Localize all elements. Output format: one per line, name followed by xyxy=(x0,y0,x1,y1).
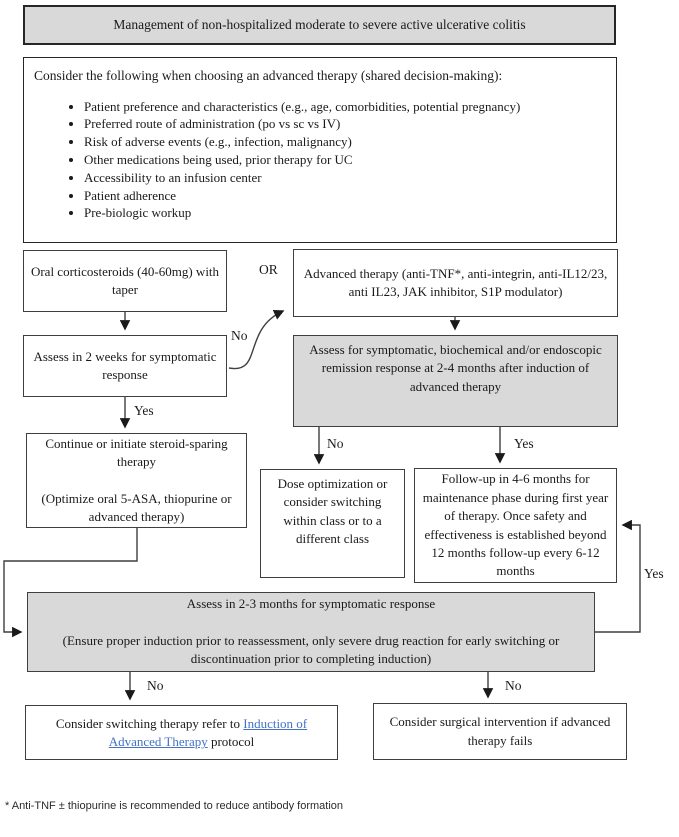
node-text: Dose optimization or consider switching … xyxy=(277,476,388,547)
decision-label-no: No xyxy=(147,678,164,693)
decision-label-yes-loop: Yes xyxy=(644,566,664,581)
node-text: Follow-up in 4-6 months for maintenance … xyxy=(422,471,609,579)
list-item: Patient adherence xyxy=(84,187,606,205)
decision-label-yes: Yes xyxy=(514,436,534,451)
list-item: Accessibility to an infusion center xyxy=(84,169,606,187)
node-text: Consider surgical intervention if advanc… xyxy=(389,714,611,748)
footnote-anti-tnf: * Anti-TNF ± thiopurine is recommended t… xyxy=(5,800,344,812)
node-text: Advanced therapy (anti-TNF*, anti-integr… xyxy=(303,265,608,299)
node-text: Oral corticosteroids (40-60mg) with tape… xyxy=(30,263,220,297)
decision-label-no: No xyxy=(505,678,522,693)
induction-advanced-therapy-link[interactable]: Induction of Advanced Therapy xyxy=(108,716,308,750)
node-follow-up: Follow-up in 4-6 months for maintenance … xyxy=(414,468,617,583)
node-text: Assess for symptomatic, biochemical and/… xyxy=(309,342,602,394)
list-item: Risk of adverse events (e.g., infection,… xyxy=(84,133,606,151)
node-surgical-intervention: Consider surgical intervention if advanc… xyxy=(373,703,627,760)
considerations-heading: Consider the following when choosing an … xyxy=(34,68,503,83)
considerations-list: Patient preference and characteristics (… xyxy=(34,98,606,223)
decision-label-no: No xyxy=(231,328,248,343)
node-text-line1: Continue or initiate steroid-sparing the… xyxy=(45,435,228,470)
node-text-line2: (Ensure proper induction prior to reasse… xyxy=(62,632,560,667)
node-text-line1: Assess in 2-3 months for symptomatic res… xyxy=(186,596,436,612)
node-assess-2-3-months: Assess in 2-3 months for symptomatic res… xyxy=(27,592,595,672)
list-item: Patient preference and characteristics (… xyxy=(84,98,606,116)
node-continue-steroid-sparing: Continue or initiate steroid-sparing the… xyxy=(26,433,247,528)
list-item: Other medications being used, prior ther… xyxy=(84,151,606,169)
node-assess-2-weeks: Assess in 2 weeks for symptomatic respon… xyxy=(23,335,227,397)
list-item: Preferred route of administration (po vs… xyxy=(84,115,606,133)
decision-label-no: No xyxy=(327,436,344,451)
node-consider-switching: Consider switching therapy refer to Indu… xyxy=(25,705,338,760)
node-oral-corticosteroids: Oral corticosteroids (40-60mg) with tape… xyxy=(23,250,227,312)
list-item: Pre-biologic workup xyxy=(84,204,606,222)
node-advanced-therapy: Advanced therapy (anti-TNF*, anti-integr… xyxy=(293,249,618,317)
node-text-prefix: Consider switching therapy refer to xyxy=(55,716,244,731)
or-label: OR xyxy=(259,262,278,277)
node-assess-remission: Assess for symptomatic, biochemical and/… xyxy=(293,335,618,427)
page-title: Management of non-hospitalized moderate … xyxy=(23,5,616,45)
considerations-box: Consider the following when choosing an … xyxy=(23,57,617,243)
decision-label-yes: Yes xyxy=(134,403,154,418)
node-dose-optimization: Dose optimization or consider switching … xyxy=(260,469,405,578)
node-text-line2: (Optimize oral 5-ASA, thiopurine or adva… xyxy=(41,490,232,524)
node-text: Assess in 2 weeks for symptomatic respon… xyxy=(33,348,217,382)
node-text-suffix: protocol xyxy=(207,734,255,750)
page-title-text: Management of non-hospitalized moderate … xyxy=(113,17,526,32)
